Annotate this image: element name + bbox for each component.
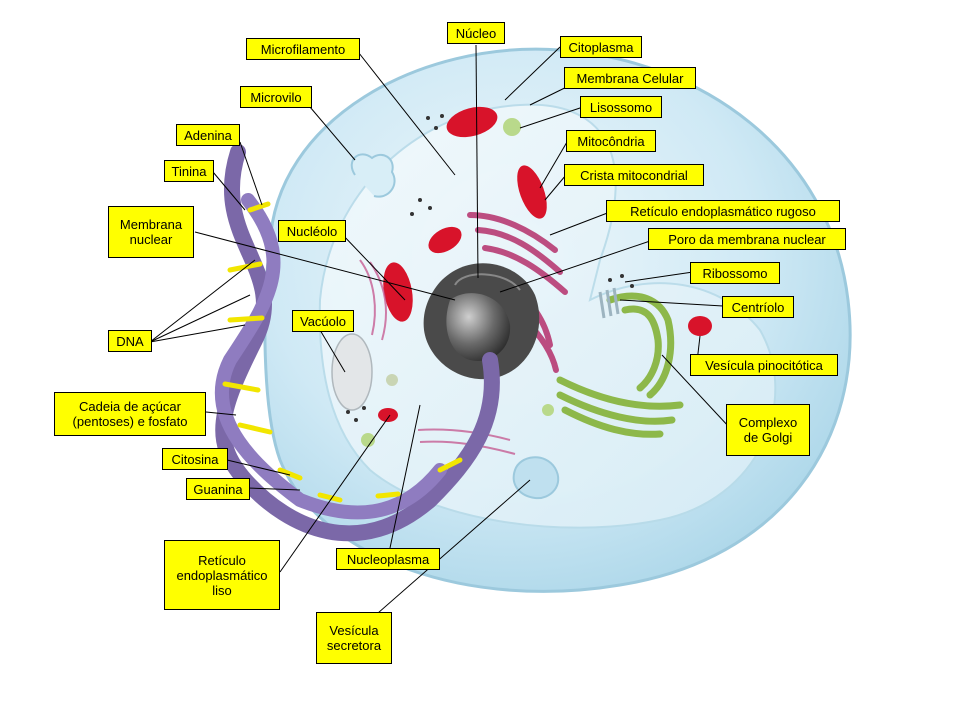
mitochondrion-1 (446, 106, 498, 138)
lysosome-2 (361, 433, 375, 447)
pinocytic-vesicle-shape (688, 316, 712, 336)
label-guanina: Guanina (186, 478, 250, 500)
mitochondrion-5 (378, 408, 398, 422)
label-reticulo-rugoso: Retículo endoplasmático rugoso (606, 200, 840, 222)
label-vacuolo: Vacúolo (292, 310, 354, 332)
nucleus-pores-shape (454, 273, 521, 291)
label-reticulo-liso: Retículo endoplasmático liso (164, 540, 280, 610)
label-membrana-celular: Membrana Celular (564, 67, 696, 89)
label-adenina: Adenina (176, 124, 240, 146)
label-nucleoplasma: Nucleoplasma (336, 548, 440, 570)
label-nucleo: Núcleo (447, 22, 505, 44)
centriole-shape (598, 287, 620, 319)
lysosome-1 (503, 118, 521, 136)
label-microfilamento: Microfilamento (246, 38, 360, 60)
label-cadeia-acucar: Cadeia de açúcar (pentoses) e fosfato (54, 392, 206, 436)
label-lisossomo: Lisossomo (580, 96, 662, 118)
label-complexo-golgi: Complexo de Golgi (726, 404, 810, 456)
label-poro-membrana-nuclear: Poro da membrana nuclear (648, 228, 846, 250)
label-nucleolo: Nucléolo (278, 220, 346, 242)
nucleolus-shape (446, 293, 511, 361)
label-dna: DNA (108, 330, 152, 352)
label-crista-mitocondrial: Crista mitocondrial (564, 164, 704, 186)
label-vesicula-secretora: Vesícula secretora (316, 612, 392, 664)
label-vesicula-pinocitotica: Vesícula pinocitótica (690, 354, 838, 376)
label-ribossomo: Ribossomo (690, 262, 780, 284)
label-microvilo: Microvilo (240, 86, 312, 108)
label-mitocondria: Mitocôndria (566, 130, 656, 152)
vacuole-shape (331, 333, 373, 411)
lysosome-4 (386, 374, 398, 386)
secretory-vesicle-shape (512, 456, 560, 500)
label-membrana-nuclear: Membrana nuclear (108, 206, 194, 258)
golgi-shape (556, 292, 684, 438)
microvilli-shape (350, 153, 396, 198)
label-centriolo: Centríolo (722, 296, 794, 318)
label-citoplasma: Citoplasma (560, 36, 642, 58)
ribosome-dots (346, 114, 634, 422)
label-tinina: Tinina (164, 160, 214, 182)
label-citosina: Citosina (162, 448, 228, 470)
leader-lines (149, 44, 731, 621)
mitochondrion-4 (428, 226, 462, 254)
lysosome-3 (542, 404, 554, 416)
mitochondrion-2 (517, 165, 547, 219)
